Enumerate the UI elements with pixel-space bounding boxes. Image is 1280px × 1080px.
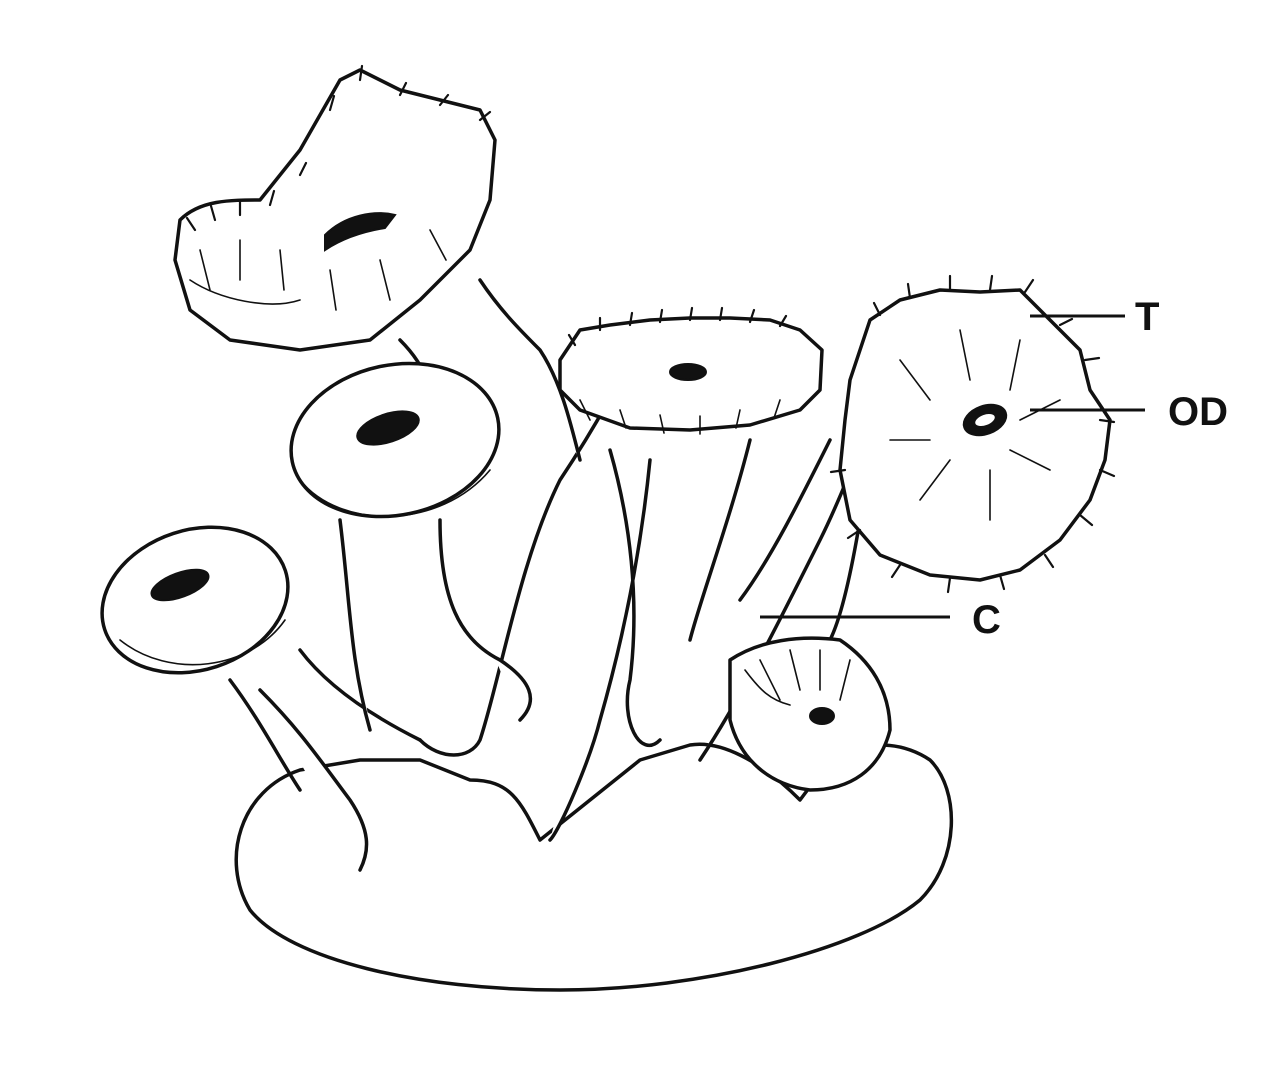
label-oral-disc: OD [1168,390,1228,434]
stalk-right-centre [608,438,752,748]
polyp-expanded-centre-right [558,306,824,435]
polyp-expanded-right [829,274,1116,594]
label-tentacles: T [1135,295,1159,339]
polyp-expanded-top-left [173,64,497,352]
polyp-partial-lower-right [728,636,892,792]
polyp-contracted-left [100,525,290,675]
colony-trunk [258,338,862,872]
polyp-contracted-middle [289,361,501,519]
label-coenenchyme: C [972,598,1001,642]
colony-base [234,742,954,992]
stalk-middle [338,518,532,732]
stalk-right [738,438,862,642]
stalk-left [228,648,422,792]
